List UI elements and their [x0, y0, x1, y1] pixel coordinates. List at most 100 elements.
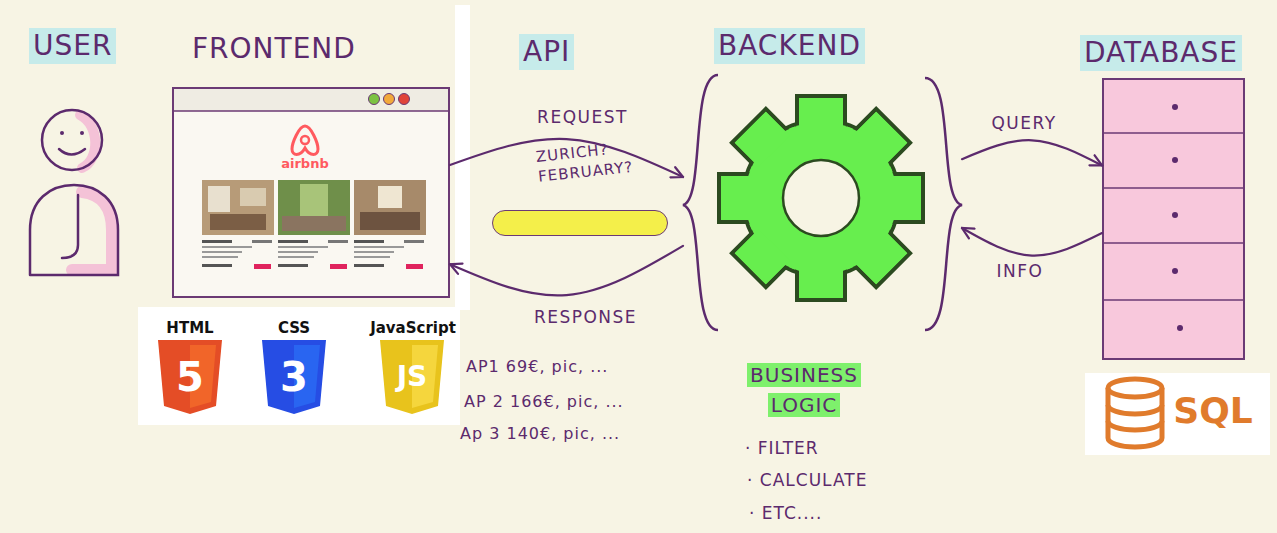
label-slot: AP 2 166€, pic, ...: [464, 392, 664, 411]
label-slot: BUSINESS LOGIC: [736, 360, 872, 420]
eye: [60, 131, 64, 135]
label-slot: HTML: [150, 318, 230, 337]
result-row: AP1 69€, pic, ...: [466, 357, 608, 376]
flow-arrow: [962, 140, 1102, 165]
query-note: ZURICH? FEBRUARY?: [535, 140, 634, 185]
window-dot: [384, 94, 395, 105]
curly-brace: [925, 78, 962, 330]
drawer-lines: [1102, 133, 1245, 300]
logo-mark: 3: [280, 354, 308, 400]
flow-arrow: [962, 228, 1102, 256]
drawer-knob: [1172, 104, 1178, 110]
drawer-knob: [1172, 157, 1178, 163]
drawer-line: [1102, 242, 1245, 244]
logo-caption: JavaScript: [370, 319, 456, 337]
gear-tooth: [735, 229, 790, 284]
sql-panel: [1085, 373, 1270, 455]
node-heading: FRONTEND: [188, 31, 360, 67]
label-slot: AP1 69€, pic, ...: [466, 357, 666, 376]
listing-line: [354, 256, 390, 258]
listing-line: [202, 264, 232, 267]
flow-arrow: [450, 139, 683, 177]
label-slot: JS: [380, 360, 444, 394]
listing-photo: [282, 216, 346, 231]
drawer-line: [1102, 299, 1245, 301]
section-heading: BUSINESS LOGIC: [747, 363, 861, 417]
listing-line: [278, 256, 314, 258]
listing-line: [354, 264, 384, 267]
eye: [80, 131, 84, 135]
browser-body: [172, 87, 450, 298]
label-slot: 5: [160, 355, 220, 399]
logo-caption: SQL: [1173, 390, 1252, 431]
api-pipe: API: [492, 210, 668, 236]
listing-photo: [354, 180, 426, 235]
screenshot-strip: [455, 5, 470, 310]
arrow-label: REQUEST: [537, 107, 628, 127]
bullet-item: · FILTER: [745, 438, 819, 458]
logo-mark: 5: [176, 354, 204, 400]
label-slot: · FILTER: [745, 438, 905, 458]
listing-line: [354, 240, 384, 243]
listing-line: [278, 251, 318, 253]
backend-gear: BACKEND: [683, 75, 962, 330]
gear-hole: [783, 160, 859, 236]
node-heading: DATABASE: [1080, 35, 1242, 71]
listing-photo: [208, 186, 230, 212]
gear-tooth: [799, 98, 843, 132]
bullet-item: · CALCULATE: [747, 470, 867, 490]
listing-line: [354, 251, 394, 253]
browser-chrome: [172, 87, 450, 298]
node-heading: USER: [29, 28, 116, 64]
listing-photo: [210, 214, 266, 230]
arrow-label: RESPONSE: [534, 307, 637, 327]
js-shield: [412, 345, 438, 408]
bullet-item: · ETC....: [749, 503, 822, 523]
gear-tooth: [799, 264, 843, 298]
drawer-knob: [1172, 212, 1178, 218]
smile: [59, 149, 85, 155]
drawer-line: [1102, 132, 1245, 134]
db-cylinder: [1108, 421, 1162, 430]
listing-line: [202, 246, 252, 248]
gear-tooth: [887, 176, 921, 220]
gear-icon: [719, 96, 923, 300]
logo-panel: [138, 307, 460, 425]
titlebar-line: [172, 110, 450, 112]
listing-photo: [240, 188, 266, 206]
sql-db-icon: [1108, 379, 1162, 447]
user-figure: USER: [25, 92, 125, 277]
user-figure: [30, 110, 118, 275]
listing-line: [328, 240, 348, 243]
drawer-knob: [1177, 325, 1183, 331]
db-cylinder: [1108, 388, 1162, 447]
db-cylinder: [1108, 379, 1162, 397]
head-outline: [42, 110, 102, 170]
logo-caption: CSS: [278, 319, 310, 337]
js-shield: [380, 340, 444, 414]
listing-photo: [278, 180, 350, 235]
flow-arrow: [450, 246, 683, 296]
listing-photo: [202, 180, 274, 235]
listing-line: [404, 240, 424, 243]
db-cylinder: [1108, 405, 1162, 414]
listing-line: [202, 251, 242, 253]
node-heading: API: [519, 34, 574, 70]
listing-card: [202, 180, 274, 269]
drawer-knob: [1172, 268, 1178, 274]
gear-tooth: [721, 176, 755, 220]
browser-titlebar: [172, 87, 450, 111]
browser-window: FRONTENDairbnb: [172, 87, 450, 298]
label-slot: Ap 3 140€, pic, ...: [460, 424, 660, 443]
label-slot: CSS: [254, 318, 334, 337]
label-slot: 3: [264, 355, 324, 399]
listing-line: [202, 256, 238, 258]
window-dot: [399, 94, 410, 105]
arm-line: [62, 195, 78, 258]
brand-logo: [292, 126, 318, 155]
css-shield: [294, 345, 320, 408]
arrow-label: INFO: [997, 261, 1044, 281]
result-row: Ap 3 140€, pic, ...: [460, 424, 620, 443]
cabinet-fill: [1102, 78, 1245, 360]
